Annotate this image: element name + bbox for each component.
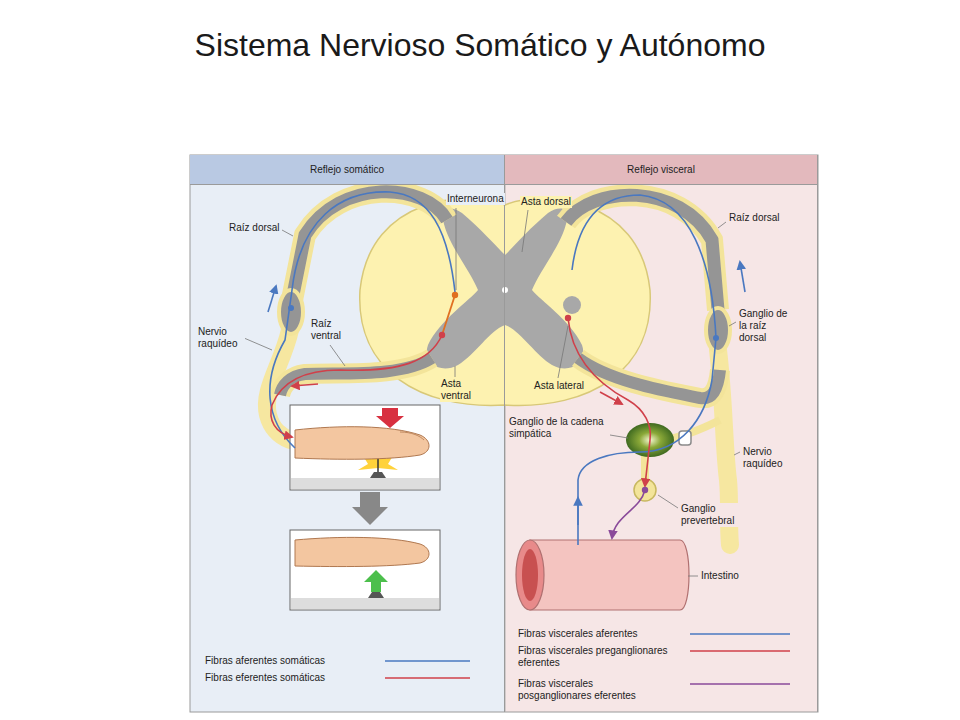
leader-line: [734, 452, 740, 455]
gray-matter: [563, 296, 581, 314]
nerve-fibers: [271, 335, 442, 437]
part-label: Raíz ventral: [310, 318, 352, 342]
part-label: Asta dorsal: [520, 196, 572, 208]
nerve-roots: [292, 192, 447, 300]
part-label: Interneurona: [446, 193, 505, 205]
intestine-drawing: [522, 549, 538, 601]
part-label: Raíz dorsal: [728, 212, 781, 224]
diagram-title: Sistema Nervioso Somático y Autónomo: [0, 26, 960, 64]
finger-stimulus: [291, 478, 439, 489]
legend-label: Fibras aferentes somáticas: [205, 655, 380, 667]
nerve-fibers: [713, 335, 719, 341]
panel-band: Reflejo somático: [190, 155, 505, 712]
leader-line: [244, 208, 740, 576]
legend-sample: [690, 650, 790, 652]
part-label: Intestino: [700, 570, 740, 582]
legend-sample: [385, 634, 790, 684]
finger-stimulus: [376, 408, 404, 428]
part-label: Raíz dorsal: [228, 222, 281, 234]
nerve-roots: [578, 358, 720, 398]
leader-line: [330, 345, 345, 366]
nerve-roots: [566, 195, 718, 310]
part-label: Asta ventral: [440, 378, 484, 402]
intestine-drawing: [516, 540, 544, 610]
part-label: Nervio raquídeo: [197, 326, 245, 350]
finger-stimulus: [400, 432, 424, 440]
nerve-fibers: [642, 487, 648, 493]
legend-sample: [690, 683, 790, 685]
nerve-fibers: [572, 195, 716, 545]
finger-stimulus: [290, 405, 440, 610]
nerve-fibers: [577, 498, 579, 525]
legend-label: Fibras viscerales preganglionares eferen…: [518, 645, 668, 669]
nerve-fibers: [612, 490, 645, 538]
nerve-fibers: [740, 262, 745, 292]
nerve-fibers: [452, 292, 458, 298]
leader-line: [688, 576, 698, 577]
nerve-fibers: [268, 192, 745, 545]
finger-stimulus: [290, 405, 440, 490]
nerve-fibers: [292, 384, 318, 386]
nerve-fibers: [288, 305, 294, 311]
panel-ground: [190, 155, 818, 712]
nerve-roots: [566, 195, 718, 310]
finger-stimulus: [295, 427, 429, 460]
panel-ground: [505, 155, 818, 712]
panel-ground: [190, 155, 818, 712]
legend-label: Fibras viscerales aferentes: [518, 628, 683, 640]
panel-ground: [190, 155, 505, 712]
panel-heading: Reflejo visceral: [505, 155, 817, 185]
nerve-roots: [578, 358, 720, 398]
nerve-fibers: [565, 315, 571, 321]
finger-stimulus: [368, 592, 384, 598]
finger-stimulus: [290, 530, 440, 610]
gray-matter: [502, 287, 508, 293]
legend-sample: [690, 633, 790, 635]
nerve-fibers: [442, 295, 455, 335]
nerve-roots: [292, 192, 447, 300]
nerve-fibers: [268, 286, 276, 312]
panel-heading: Reflejo somático: [190, 155, 504, 185]
leader-line: [456, 208, 457, 290]
leader-line: [718, 222, 726, 228]
finger-stimulus: [352, 492, 388, 525]
legend-sample: [385, 677, 470, 679]
intestine-drawing: [516, 540, 689, 610]
part-label: Nervio raquídeo: [742, 446, 796, 470]
nerve-roots: [706, 308, 730, 352]
leader-line: [244, 338, 272, 350]
part-label: Ganglio de la cadena simpática: [508, 416, 610, 440]
leader-line: [558, 326, 568, 378]
leader-line: [729, 322, 736, 326]
legend-label: Fibras viscerales posganglionares eferen…: [518, 678, 668, 702]
nerve-fibers: [600, 392, 622, 404]
leader-line: [522, 210, 528, 252]
leader-line: [455, 366, 456, 377]
finger-stimulus: [291, 598, 439, 609]
part-label: Asta lateral: [533, 380, 585, 392]
nerve-fibers: [568, 318, 650, 486]
part-label: Ganglio de la raíz dorsal: [738, 308, 796, 344]
gray-matter: [505, 209, 583, 369]
finger-stimulus: [295, 537, 429, 566]
finger-stimulus: [370, 472, 386, 478]
part-label: Ganglio prevertebral: [680, 503, 748, 527]
legend-sample: [385, 660, 470, 662]
leader-line: [282, 230, 293, 236]
sympathetic-ganglia: [626, 420, 720, 501]
gray-matter: [427, 209, 505, 369]
intestine-drawing: [530, 540, 689, 610]
nerve-fibers: [270, 192, 455, 448]
finger-stimulus: [364, 570, 388, 592]
legend-label: Fibras eferentes somáticas: [205, 672, 380, 684]
leader-line: [658, 495, 678, 508]
nerve-fibers: [439, 332, 445, 338]
nerve-roots: [267, 192, 730, 545]
